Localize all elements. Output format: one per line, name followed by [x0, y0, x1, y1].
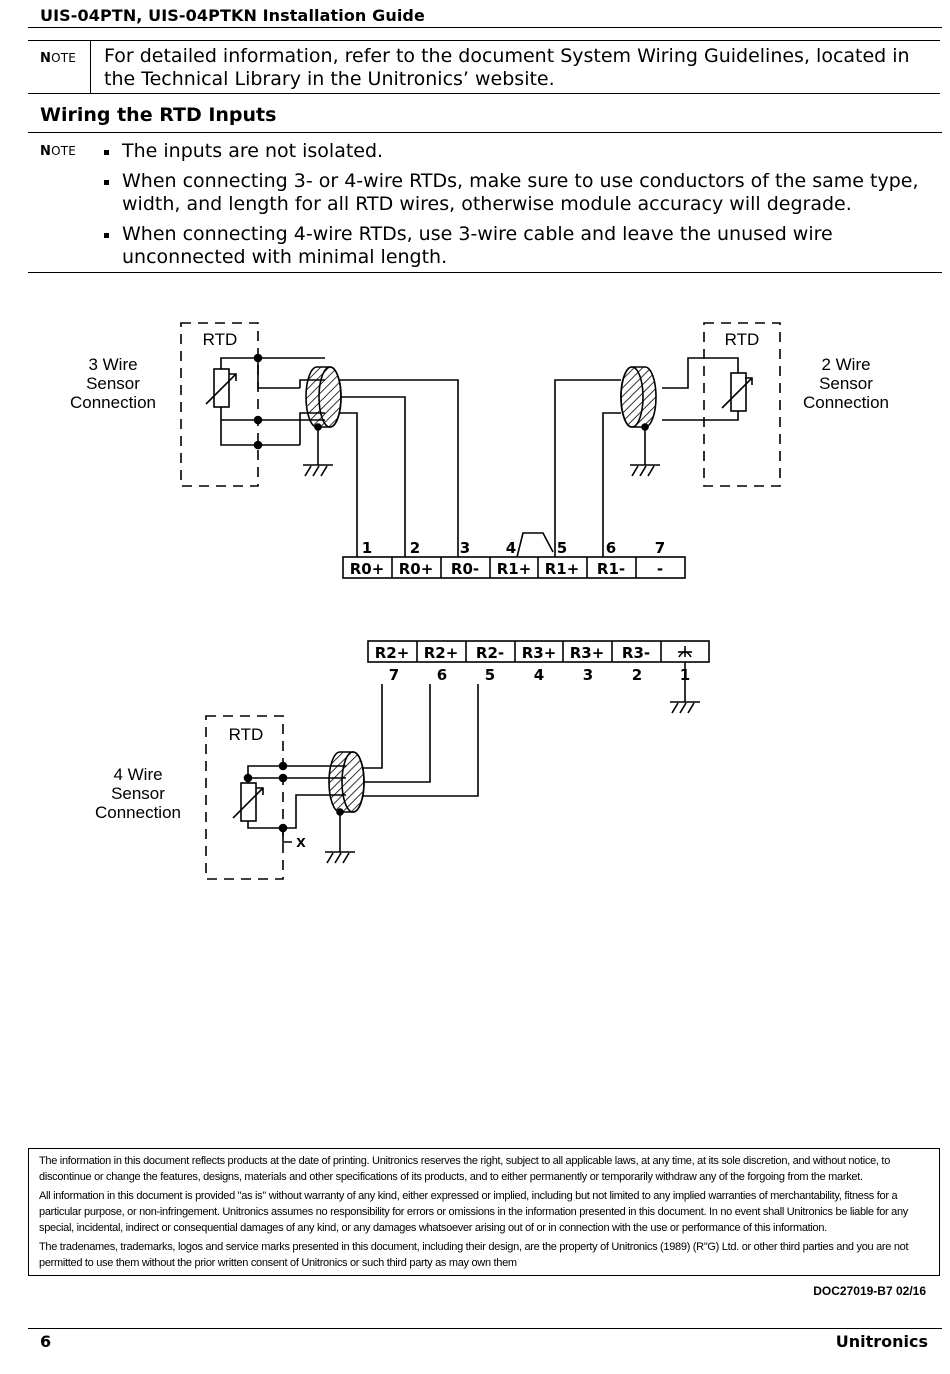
legal-disclaimer-box: The information in this document reflect…	[28, 1148, 940, 1276]
terminal-label: R1+	[497, 560, 532, 578]
sensor-caption: 3 Wire	[88, 355, 137, 374]
cable-shield-3wire	[305, 366, 342, 428]
sensor-caption: Sensor	[86, 374, 140, 393]
bullet-icon	[104, 150, 109, 155]
cable-shield-2wire	[620, 366, 657, 428]
footer-brand: Unitronics	[835, 1332, 928, 1351]
note-bullet-item: When connecting 4-wire RTDs, use 3-wire …	[104, 223, 934, 269]
note-label-2: NOTE	[40, 144, 77, 159]
rtd-label: RTD	[725, 330, 760, 349]
sensor-caption: Connection	[803, 393, 889, 412]
ground-icon	[678, 646, 692, 658]
terminal-number: 7	[655, 539, 665, 557]
terminal-label: -	[657, 560, 663, 578]
terminal-label: R1+	[545, 560, 580, 578]
terminal-number: 5	[557, 539, 567, 557]
note-box: NOTE For detailed information, refer to …	[28, 40, 940, 94]
section-title: Wiring the RTD Inputs	[40, 104, 277, 126]
note-text: For detailed information, refer to the d…	[104, 45, 910, 90]
terminal-label: R0+	[350, 560, 385, 578]
terminal-label: R2+	[424, 644, 459, 662]
terminal-label: R2+	[375, 644, 410, 662]
terminal-label: R0+	[399, 560, 434, 578]
footer-divider	[28, 1328, 942, 1329]
terminal-number: 6	[606, 539, 616, 557]
sensor-caption: 2 Wire	[821, 355, 870, 374]
terminal-number: 4	[506, 539, 516, 557]
sensor-caption: Connection	[70, 393, 156, 412]
disclaimer-paragraph: All information in this document is prov…	[39, 1190, 909, 1234]
terminal-number: 3	[583, 666, 593, 684]
cable-shield-4wire	[328, 751, 365, 813]
terminal-number: 4	[534, 666, 544, 684]
header-divider	[28, 27, 942, 28]
terminal-number: 2	[410, 539, 420, 557]
page-number: 6	[40, 1332, 52, 1351]
terminal-label: R3-	[622, 644, 650, 662]
terminal-number: 1	[680, 666, 690, 684]
rtd-box-3wire	[180, 322, 259, 487]
terminal-label: R2-	[476, 644, 504, 662]
terminal-number: 1	[362, 539, 372, 557]
rtd-label: RTD	[229, 725, 264, 744]
note-label: NOTE	[40, 51, 77, 66]
note-bullet-item: When connecting 3- or 4-wire RTDs, make …	[104, 170, 934, 216]
terminal-block-bottom	[367, 640, 710, 663]
disclaimer-paragraph: The information in this document reflect…	[39, 1155, 891, 1183]
rtd-box-4wire	[205, 715, 284, 880]
document-code: DOC27019-B7 02/16	[813, 1284, 926, 1298]
rtd-wiring-diagram: RTD RTD RTD 3 Wire Sensor Connection 2 W…	[70, 322, 889, 880]
sensor-caption: Sensor	[819, 374, 873, 393]
bullet-icon	[104, 180, 109, 185]
note-bullet-list: The inputs are not isolated. When connec…	[104, 140, 934, 276]
rtd-label: RTD	[203, 330, 238, 349]
bullet-icon	[104, 233, 109, 238]
terminal-label: R3+	[570, 644, 605, 662]
bullets-divider	[28, 272, 942, 273]
terminal-block-top	[342, 556, 686, 579]
terminal-number: 7	[389, 666, 399, 684]
terminal-label: R3+	[522, 644, 557, 662]
section-divider	[28, 132, 942, 133]
terminal-label: R1-	[597, 560, 625, 578]
note-bullet-item: The inputs are not isolated.	[104, 140, 934, 163]
terminal-number: 6	[437, 666, 447, 684]
terminal-number: 3	[460, 539, 470, 557]
rtd-box-2wire	[703, 322, 781, 487]
terminal-label: R0-	[451, 560, 479, 578]
disclaimer-paragraph: The tradenames, trademarks, logos and se…	[39, 1241, 909, 1269]
sensor-caption: Connection	[95, 803, 181, 822]
terminal-number: 5	[485, 666, 495, 684]
sensor-caption: 4 Wire	[113, 765, 162, 784]
unconnected-wire-mark: x	[296, 832, 306, 851]
note-separator	[90, 41, 91, 93]
document-header-title: UIS-04PTN, UIS-04PTKN Installation Guide	[40, 6, 425, 25]
sensor-caption: Sensor	[111, 784, 165, 803]
terminal-number: 2	[632, 666, 642, 684]
